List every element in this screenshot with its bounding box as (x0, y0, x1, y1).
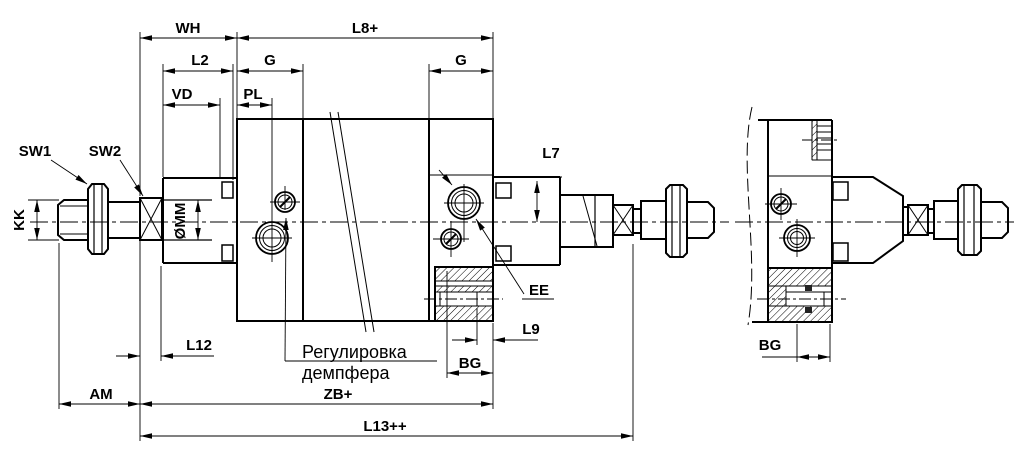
leader-ee (475, 218, 525, 295)
rod-nut-left (87, 183, 109, 255)
label-pl: PL (243, 86, 262, 103)
side-rod (902, 184, 1009, 256)
label-vd: VD (172, 86, 193, 103)
label-mm: ØMM (172, 203, 189, 240)
leader-sw1 (50, 159, 88, 185)
label-bg-side: BG (759, 337, 782, 354)
leader-cushion-screw (283, 217, 289, 362)
body-block-profile (832, 176, 904, 264)
rear-cover (493, 176, 561, 266)
rod-mid-section (107, 201, 141, 239)
label-sw2: SW2 (89, 143, 122, 160)
piston-rod-right (559, 184, 715, 258)
piston-rod-left (57, 199, 89, 241)
extension-lines (28, 32, 831, 441)
label-am: AM (89, 386, 112, 403)
label-l9: L9 (522, 321, 540, 338)
port-right (444, 184, 484, 242)
main-view (30, 111, 729, 333)
threaded-hole-section (802, 119, 838, 161)
label-l2: L2 (191, 52, 209, 69)
label-g-head: G (264, 52, 276, 69)
side-view (735, 106, 1014, 326)
front-cover (162, 177, 237, 264)
annotation-line2: демпфера (302, 363, 390, 383)
side-cushion-screw (765, 188, 797, 220)
label-ee: EE (529, 282, 549, 299)
label-l7: L7 (542, 145, 560, 162)
body-break-lines (329, 111, 375, 333)
wrench-flat-box-left (139, 197, 163, 241)
side-port (779, 219, 815, 257)
dimensions (28, 32, 831, 441)
label-l13: L13++ (363, 418, 407, 435)
label-zb: ZB+ (324, 386, 353, 403)
leader-port-upper (438, 169, 453, 186)
label-wh: WH (176, 20, 201, 37)
leader-sw2 (119, 159, 144, 197)
cylinder-body (236, 118, 494, 322)
labels: WH L8+ L2 G G VD PL SW1 SW2 KK ØMM L7 EE… (11, 20, 781, 435)
label-l8: L8+ (352, 20, 379, 37)
break-line (746, 106, 753, 326)
label-l12: L12 (186, 337, 212, 354)
label-kk: KK (11, 209, 28, 231)
label-bg-front: BG (459, 355, 482, 372)
cushion-screw-left (270, 186, 300, 213)
label-sw1: SW1 (19, 143, 52, 160)
cushion-boss-section (424, 266, 503, 322)
label-g-cap: G (455, 52, 467, 69)
annotation-line1: Регулировка (302, 342, 408, 362)
cushion-screw-right (433, 221, 469, 257)
side-cushion-section (757, 267, 846, 323)
